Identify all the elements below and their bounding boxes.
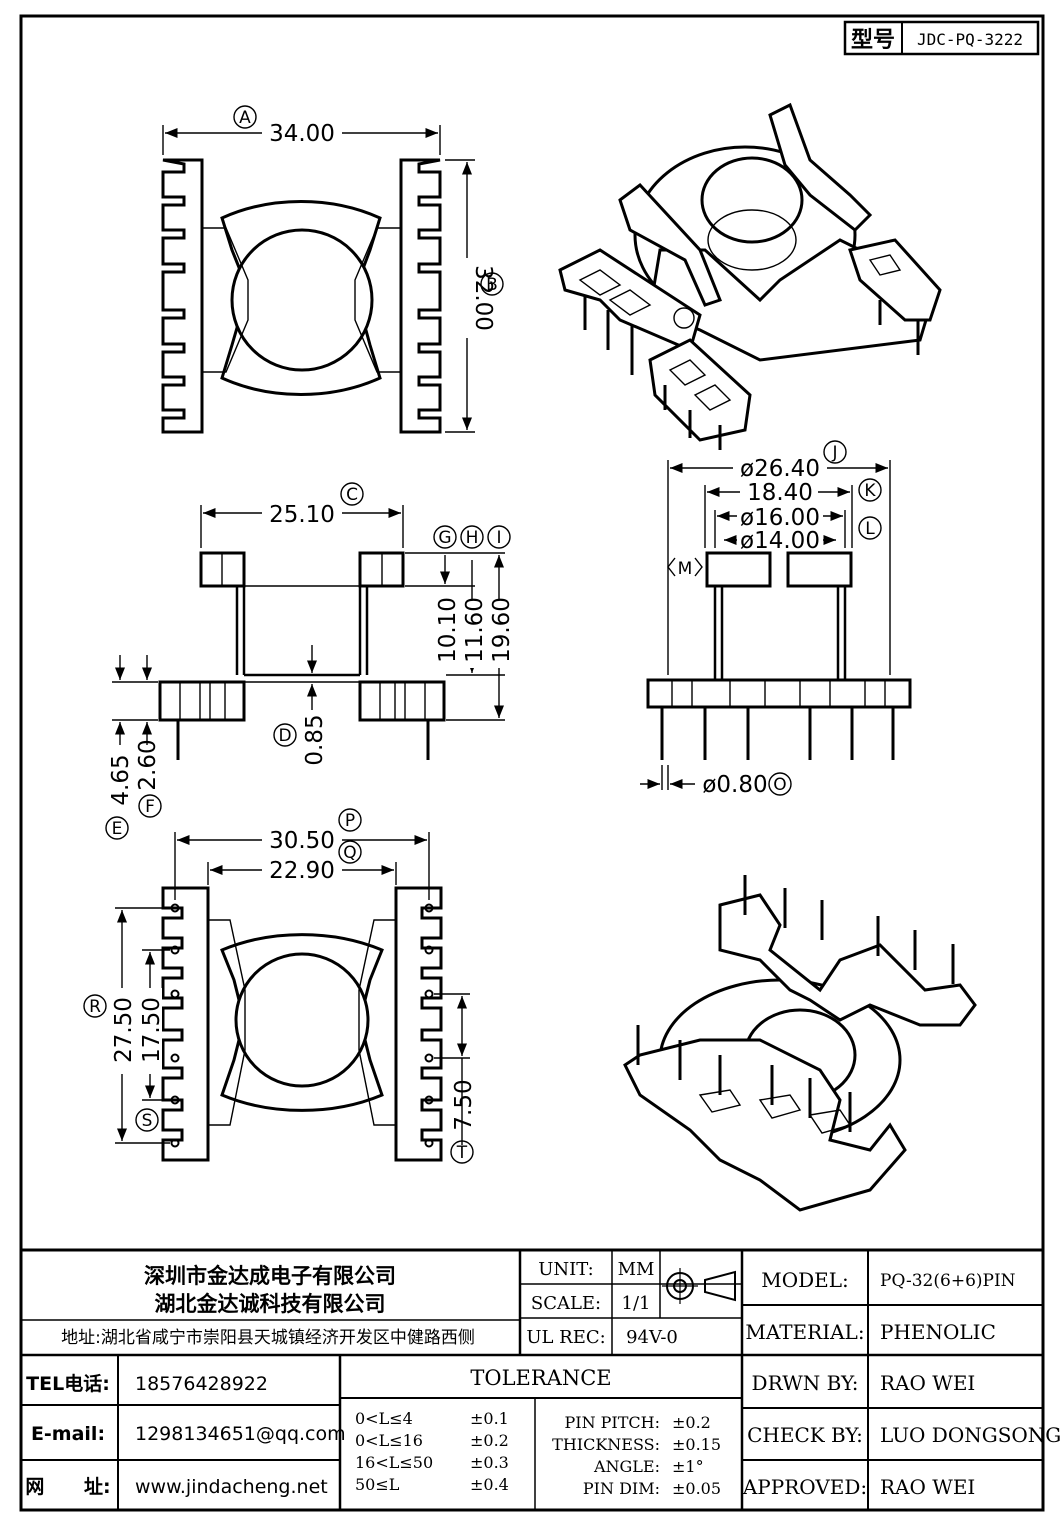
dim-j: ø26.40 — [740, 456, 820, 482]
approved-value: RAO WEI — [880, 1475, 975, 1499]
dim-a: 34.00 — [269, 121, 335, 147]
callout-i: I — [496, 528, 501, 548]
model-header: 型号 JDC-PQ-3222 — [843, 20, 1040, 56]
callout-h: H — [466, 528, 479, 548]
unit-label: UNIT: — [538, 1259, 593, 1280]
dim-c: 25.10 — [269, 502, 335, 528]
callout-a: A — [239, 108, 251, 128]
callout-s: S — [142, 1111, 153, 1131]
drawn-by-label: DRWN BY: — [752, 1371, 859, 1395]
callout-o: O — [773, 775, 786, 795]
bottom-view: 30.50 P 22.90 Q 27.50 17.50 R S 7.50 T — [83, 808, 477, 1164]
thickness-value: ±0.15 — [672, 1435, 721, 1454]
tolerance-value-3: ±0.3 — [470, 1453, 509, 1472]
contact-label-tel: TEL电话: — [26, 1372, 110, 1395]
pin-dim-label: PIN DIM: — [583, 1479, 660, 1498]
callout-m: M — [678, 559, 693, 579]
thickness-label: THICKNESS: — [552, 1435, 660, 1454]
callout-c: C — [346, 485, 358, 505]
company-address: 地址:湖北省咸宁市崇阳县天城镇经济开发区中健路西侧 — [61, 1328, 475, 1348]
model-header-label: 型号 — [851, 28, 895, 53]
callout-k: K — [864, 481, 876, 501]
contact-label-email: E-mail: — [31, 1423, 105, 1445]
tolerance-range-4: 50≤L — [355, 1475, 400, 1494]
center-bore — [230, 228, 374, 372]
ulrec-value: 94V-0 — [626, 1327, 678, 1348]
company-name-1: 深圳市金达成电子有限公司 — [144, 1264, 396, 1288]
callout-q: Q — [343, 843, 356, 863]
dim-l1: ø16.00 — [740, 505, 820, 531]
angle-label: ANGLE: — [593, 1457, 660, 1476]
dim-k: 18.40 — [747, 480, 813, 506]
model-value: PQ-32(6+6)PIN — [880, 1271, 1016, 1291]
dim-g: 10.10 — [435, 597, 461, 663]
material-label: MATERIAL: — [745, 1320, 864, 1344]
dim-d: 0.85 — [302, 714, 328, 765]
callout-d: D — [278, 726, 291, 746]
tolerance-range-3: 16<L≤50 — [355, 1453, 433, 1472]
pin-dim-value: ±0.05 — [672, 1479, 721, 1498]
dim-o: ø0.80 — [702, 772, 767, 798]
callout-e: E — [112, 819, 123, 839]
tolerance-range-1: 0<L≤4 — [355, 1409, 413, 1428]
iso-left-block — [558, 248, 702, 353]
dim-r: 27.50 — [111, 997, 137, 1063]
pin-pitch-value: ±0.2 — [672, 1413, 711, 1432]
callout-t: T — [456, 1143, 468, 1163]
dim-f: 2.60 — [135, 739, 161, 790]
contact-value-tel: 18576428922 — [135, 1373, 268, 1395]
dim-i: 19.60 — [489, 597, 515, 663]
callout-j: J — [831, 443, 837, 463]
side-view: ø26.40 J 18.40 K ø16.00 ø14.00 L M ø0.80… — [640, 440, 912, 798]
tolerance-value-1: ±0.1 — [470, 1409, 509, 1428]
callout-b: B — [486, 275, 498, 295]
model-header-value: JDC-PQ-3222 — [917, 30, 1023, 49]
contact-label-web: 网 址: — [25, 1476, 110, 1498]
unit-value: MM — [618, 1259, 655, 1280]
isometric-top-view — [558, 102, 942, 450]
drawn-by-value: RAO WEI — [880, 1371, 975, 1395]
model-label: MODEL: — [761, 1268, 849, 1292]
isometric-bottom-view — [623, 875, 977, 1212]
contact-value-email: 1298134651@qq.com — [135, 1423, 346, 1445]
dim-l2: ø14.00 — [740, 528, 820, 554]
callout-p: P — [345, 811, 355, 831]
dim-q: 22.90 — [269, 858, 335, 884]
dim-e: 4.65 — [108, 754, 134, 805]
front-view: 25.10 C G H I 10.10 11.60 19.60 0.85 D — [105, 482, 515, 840]
title-block — [21, 1248, 1043, 1510]
tolerance-title: TOLERANCE — [470, 1366, 611, 1390]
front-base — [158, 680, 446, 722]
callout-f: F — [145, 797, 155, 817]
dim-t: 7.50 — [451, 1079, 477, 1130]
angle-value: ±1° — [672, 1457, 704, 1476]
scale-value: 1/1 — [622, 1293, 651, 1314]
contact-value-web: www.jindacheng.net — [135, 1476, 328, 1498]
tolerance-value-4: ±0.4 — [470, 1475, 509, 1494]
dim-h: 11.60 — [462, 597, 488, 663]
dim-r2: 17.50 — [139, 997, 165, 1063]
tolerance-value-2: ±0.2 — [470, 1431, 509, 1450]
company-name-2: 湖北金达诚科技有限公司 — [155, 1292, 386, 1316]
scale-label: SCALE: — [531, 1293, 601, 1314]
pin-pitch-label: PIN PITCH: — [564, 1413, 660, 1432]
side-base — [646, 678, 912, 709]
sheet-border — [19, 14, 1045, 1512]
dim-p: 30.50 — [269, 828, 335, 854]
approved-label: APPROVED: — [742, 1475, 867, 1499]
ulrec-label: UL REC: — [526, 1327, 605, 1348]
callout-l: L — [865, 519, 875, 539]
left-terminal-comb — [161, 158, 204, 434]
tolerance-range-2: 0<L≤16 — [355, 1431, 423, 1450]
right-terminal-comb — [399, 158, 442, 434]
callout-r: R — [89, 997, 101, 1017]
material-value: PHENOLIC — [880, 1320, 996, 1344]
callout-g: G — [438, 528, 451, 548]
checked-by-label: CHECK BY: — [747, 1423, 863, 1447]
top-view: 34.00 A 32.00 B — [161, 105, 504, 434]
checked-by-value: LUO DONGSONG — [880, 1423, 1061, 1447]
dim-b: 32.00 — [470, 265, 496, 331]
